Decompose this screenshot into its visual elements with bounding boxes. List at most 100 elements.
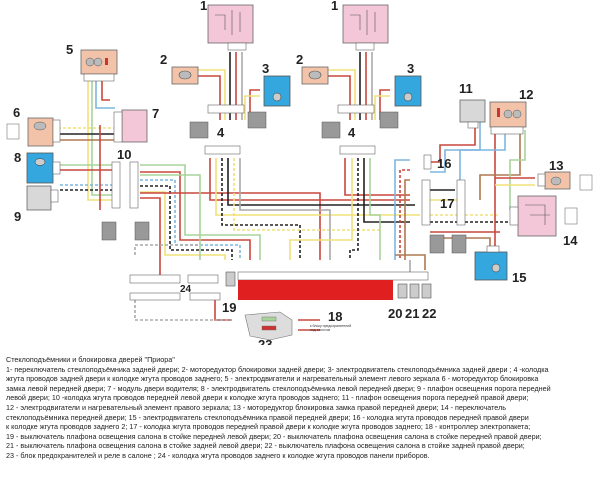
component-14: 14	[509, 195, 578, 248]
note-18-line2: под капотом	[310, 328, 331, 332]
label-19: 19	[222, 300, 236, 315]
legend-line: жгута проводов задней двери к колодке жг…	[6, 374, 539, 384]
wire	[394, 159, 410, 260]
component-2-left: 2	[160, 52, 199, 85]
wire	[198, 75, 221, 120]
wire	[479, 130, 521, 200]
component-18-controller: 18 к блоку предохранителей под капотом	[237, 271, 429, 332]
wire	[87, 80, 115, 201]
wire	[95, 80, 115, 109]
wire	[101, 80, 110, 101]
components-20-21-22: 20 21 22	[388, 283, 436, 321]
label-14: 14	[563, 233, 578, 248]
label-3: 3	[262, 61, 269, 76]
wire	[140, 164, 261, 260]
label-1: 1	[331, 0, 338, 13]
label-18: 18	[328, 309, 342, 324]
component-16: 16	[423, 154, 451, 171]
component-5: 5	[66, 42, 118, 82]
wire	[430, 115, 476, 163]
label-16: 16	[437, 156, 451, 171]
note-18-line1: к блоку предохранителей	[310, 324, 351, 328]
wire	[459, 130, 506, 188]
label-6: 6	[13, 105, 20, 120]
label-8: 8	[14, 150, 21, 165]
legend: Стеклоподъёмники и блокировка дверей "Пр…	[6, 355, 598, 461]
wire	[328, 69, 356, 120]
component-6: 6	[6, 105, 61, 147]
component-8: 8	[14, 150, 61, 184]
wire	[140, 192, 321, 260]
wire	[134, 300, 232, 321]
label-21: 21	[405, 306, 419, 321]
wire	[91, 80, 115, 196]
connector-blocks-4: 4 4	[189, 104, 399, 155]
wire	[140, 191, 226, 260]
component-3-left: 3	[262, 61, 291, 107]
component-12: 12	[489, 87, 533, 135]
wire	[134, 244, 200, 255]
wire	[399, 169, 410, 260]
component-9: 9	[14, 185, 59, 224]
legend-line: замка левой передней двери; 7 - модуль д…	[6, 383, 551, 393]
wiring-diagram: 1 1 2 2 3 3 4 4	[6, 0, 593, 345]
wire	[404, 179, 410, 260]
wire	[328, 75, 351, 120]
wire	[239, 158, 331, 260]
legend-line: 1- переключатель стеклоподъёмника задней…	[6, 364, 549, 374]
label-13: 13	[549, 158, 563, 173]
component-3-right: 3	[394, 61, 422, 107]
wire	[395, 254, 426, 270]
label-2: 2	[296, 52, 303, 67]
label-20: 20	[388, 306, 402, 321]
component-1-right: 1	[331, 0, 389, 51]
wire	[249, 89, 260, 120]
wire	[363, 158, 410, 223]
wires	[58, 52, 535, 331]
label-4: 4	[348, 125, 356, 140]
component-1-left: 1	[200, 0, 254, 51]
legend-line: 23 - блок предохранителей и реле в салон…	[6, 450, 430, 460]
component-13: 13	[537, 158, 593, 191]
legend-line: 21 - выключатель плафона освещения салон…	[6, 441, 525, 451]
legend-title: Стеклоподъёмники и блокировка дверей "Пр…	[6, 355, 175, 364]
wire	[244, 95, 260, 120]
wire	[227, 158, 415, 206]
component-7: 7	[113, 106, 159, 143]
wire	[233, 158, 380, 231]
component-10: 10	[101, 147, 150, 241]
label-3: 3	[407, 61, 414, 76]
label-9: 9	[14, 209, 21, 224]
wire	[215, 158, 420, 216]
wire	[221, 158, 301, 260]
wire	[289, 158, 353, 260]
component-19: 19	[222, 271, 236, 315]
component-15: 15	[474, 245, 526, 285]
wire	[140, 197, 161, 275]
wire	[140, 185, 233, 260]
legend-line: 19 - выключатель плафона освещения салон…	[6, 431, 542, 441]
wire	[379, 89, 390, 120]
label-5: 5	[66, 42, 73, 57]
component-24: 24	[129, 274, 221, 301]
wire	[430, 115, 481, 173]
wire	[209, 158, 410, 201]
wire	[369, 158, 381, 260]
component-23-fuse-block: 23	[244, 311, 293, 345]
label-2: 2	[160, 52, 167, 67]
wire	[374, 95, 390, 120]
label-11: 11	[459, 81, 473, 96]
legend-line: 12 - электродвигатели и нагревательный э…	[6, 402, 507, 412]
wire	[140, 174, 201, 260]
wire	[344, 158, 410, 196]
label-23: 23	[258, 337, 272, 345]
component-17: 17	[421, 179, 467, 254]
wire	[349, 158, 359, 260]
label-1: 1	[200, 0, 207, 13]
label-7: 7	[152, 106, 159, 121]
label-4: 4	[217, 125, 225, 140]
component-11: 11	[459, 81, 486, 129]
label-10: 10	[117, 147, 131, 162]
component-2-right: 2	[296, 52, 329, 85]
label-22: 22	[422, 306, 436, 321]
